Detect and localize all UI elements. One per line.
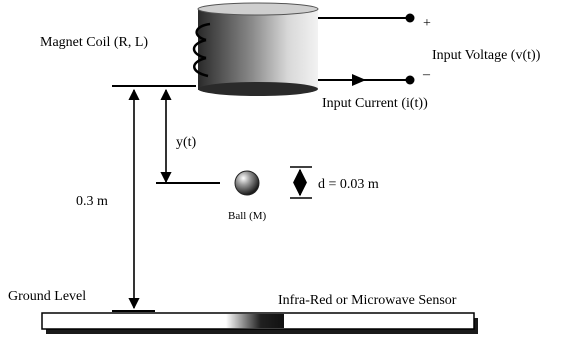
ground-label: Ground Level [8, 289, 86, 304]
plus-terminal [405, 13, 415, 23]
y-label: y(t) [176, 135, 197, 150]
magnet-coil [192, 2, 319, 96]
d-label: d = 0.03 m [318, 177, 379, 192]
coil-label: Magnet Coil (R, L) [40, 35, 148, 50]
ball-label: Ball (M) [228, 210, 267, 222]
current-arrow [352, 74, 366, 86]
plus-label: + [423, 16, 431, 31]
ground-platform [41, 312, 478, 334]
height-label: 0.3 m [76, 194, 108, 209]
input-current-label: Input Current (i(t)) [322, 96, 428, 111]
terminal-wires [318, 13, 415, 86]
coil-bottom [198, 82, 318, 96]
coil-winding-2 [192, 38, 207, 60]
sensor-label: Infra-Red or Microwave Sensor [278, 293, 457, 308]
minus-terminal [405, 75, 415, 85]
input-voltage-label: Input Voltage (v(t)) [432, 48, 541, 63]
coil-top [197, 2, 319, 16]
sensor-block [226, 314, 284, 328]
ball [234, 170, 260, 196]
coil-body [198, 8, 318, 90]
coil-winding-3 [193, 56, 209, 78]
minus-label: – [422, 67, 431, 82]
coil-winding-1 [195, 22, 211, 42]
